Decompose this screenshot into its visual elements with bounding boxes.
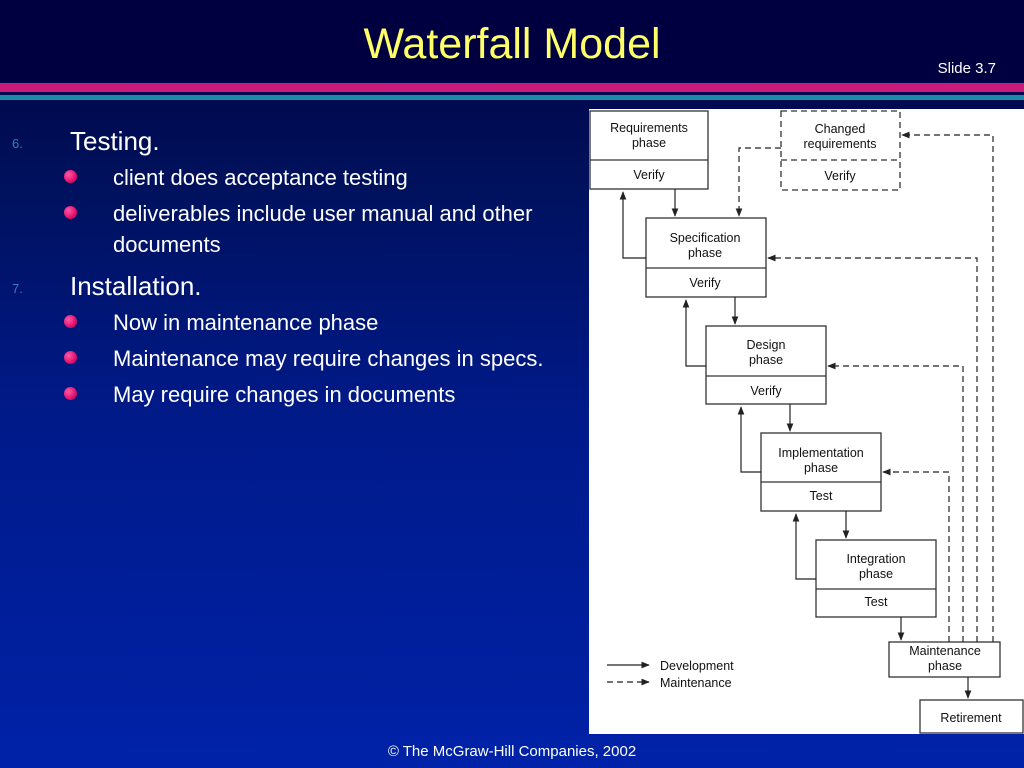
implementation-test: Test — [810, 489, 833, 503]
item-number: 6. — [12, 136, 23, 151]
slide-footer: © The McGraw-Hill Companies, 2002 — [387, 743, 637, 760]
changed-requirements-label-1: Changed — [815, 122, 866, 136]
specification-label-1: Specification — [670, 231, 741, 245]
maintenance-label-1: Maintenance — [909, 644, 981, 658]
bullet-item: Maintenance may require changes in specs… — [0, 343, 560, 374]
numbered-heading: 6. Testing. — [0, 120, 585, 160]
retirement-label: Retirement — [940, 711, 1002, 725]
bullet-text: client does acceptance testing — [113, 165, 408, 190]
list-item-testing: 6. Testing. client does acceptance testi… — [0, 120, 585, 260]
item-heading: Installation. — [70, 271, 202, 301]
integration-label-1: Integration — [846, 552, 905, 566]
bullet-dot-icon — [64, 387, 77, 400]
waterfall-diagram-svg: Requirements phase Verify Changed requir… — [589, 110, 1024, 734]
slide-title: Waterfall Model — [363, 20, 661, 68]
integration-label-2: phase — [859, 567, 893, 581]
implementation-label-1: Implementation — [778, 446, 864, 460]
design-label-2: phase — [749, 353, 783, 367]
changed-requirements-label-2: requirements — [804, 137, 877, 151]
bullet-item: May require changes in documents — [0, 379, 560, 410]
bullet-dot-icon — [64, 351, 77, 364]
bullet-text: May require changes in documents — [113, 382, 456, 407]
specification-verify: Verify — [689, 276, 721, 290]
maintenance-box — [888, 641, 1001, 678]
changed-requirements-verify: Verify — [824, 169, 856, 183]
numbered-heading: 7. Installation. — [0, 265, 585, 305]
bullet-item: deliverables include user manual and oth… — [0, 198, 560, 260]
bullet-dot-icon — [64, 315, 77, 328]
bullet-text: Maintenance may require changes in specs… — [113, 346, 544, 371]
integration-test: Test — [865, 595, 888, 609]
item-number: 7. — [12, 281, 23, 296]
maintenance-label-2: phase — [928, 659, 962, 673]
design-box — [705, 325, 827, 405]
implementation-label-2: phase — [804, 461, 838, 475]
bullet-item: client does acceptance testing — [0, 162, 560, 193]
bullet-text: Now in maintenance phase — [113, 310, 379, 335]
requirements-label-1: Requirements — [610, 121, 688, 135]
slide-content: 6. Testing. client does acceptance testi… — [0, 120, 585, 415]
waterfall-diagram: Requirements phase Verify Changed requir… — [589, 109, 1024, 734]
item-heading: Testing. — [70, 126, 160, 156]
list-item-installation: 7. Installation. Now in maintenance phas… — [0, 265, 585, 410]
slide-header — [0, 0, 1024, 82]
requirements-label-2: phase — [632, 136, 666, 150]
bullet-dot-icon — [64, 206, 77, 219]
specification-label-2: phase — [688, 246, 722, 260]
bullet-dot-icon — [64, 170, 77, 183]
requirements-verify: Verify — [633, 168, 665, 182]
header-rule-magenta — [0, 83, 1024, 92]
legend-maintenance: Maintenance — [660, 676, 732, 690]
design-verify: Verify — [750, 384, 782, 398]
slide-number: Slide 3.7 — [937, 60, 996, 77]
bullet-item: Now in maintenance phase — [0, 307, 560, 338]
header-rule-teal — [0, 95, 1024, 100]
retirement-box — [919, 699, 1024, 734]
design-label-1: Design — [747, 338, 786, 352]
requirements-box — [589, 110, 709, 190]
bullet-text: deliverables include user manual and oth… — [113, 201, 533, 257]
legend-development: Development — [660, 659, 734, 673]
